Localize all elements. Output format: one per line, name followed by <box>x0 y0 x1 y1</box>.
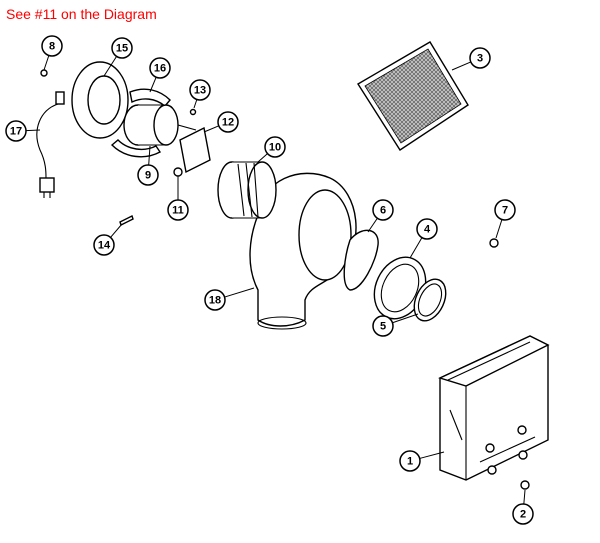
callout-circle <box>137 164 159 186</box>
callout-label: 13 <box>194 85 206 97</box>
nut-7[interactable] <box>489 238 499 248</box>
callout-circle <box>217 111 239 133</box>
callout-circle <box>264 136 286 158</box>
leader-line <box>149 77 157 93</box>
callout-circle <box>167 199 189 221</box>
callout-4: 4 <box>409 218 438 259</box>
callout-label: 9 <box>145 170 151 182</box>
leader-line <box>367 217 378 233</box>
clamp[interactable] <box>173 167 183 177</box>
leader-line <box>392 313 419 324</box>
callout-2: 2 <box>512 489 534 525</box>
leader-line <box>224 287 255 298</box>
leader-line <box>203 125 219 133</box>
callout-label: 4 <box>424 224 431 236</box>
callout-label: 18 <box>209 295 221 307</box>
callout-13: 13 <box>189 79 211 109</box>
callout-label: 12 <box>222 117 234 129</box>
callout-label: 14 <box>98 240 111 252</box>
callout-7: 7 <box>494 199 516 239</box>
motor[interactable] <box>123 104 197 146</box>
grease-filter[interactable] <box>357 41 469 151</box>
callout-label: 17 <box>10 126 22 138</box>
callout-18: 18 <box>204 287 255 311</box>
callout-circle <box>372 315 394 337</box>
nut-2[interactable] <box>520 480 530 490</box>
callout-circle <box>399 450 421 472</box>
callout-15: 15 <box>103 37 133 77</box>
motor-bracket-lower[interactable] <box>110 139 162 158</box>
callout-label: 5 <box>380 321 386 333</box>
callout-16: 16 <box>149 57 171 93</box>
callout-3: 3 <box>451 47 491 71</box>
leader-line <box>451 61 472 71</box>
callout-9: 9 <box>137 145 159 186</box>
screw-14[interactable] <box>119 215 134 226</box>
leader-line <box>110 223 123 238</box>
callout-8: 8 <box>41 35 63 71</box>
callout-circle <box>149 57 171 79</box>
callout-circle <box>204 289 226 311</box>
callout-label: 7 <box>502 205 508 217</box>
callout-10: 10 <box>257 136 286 163</box>
callout-label: 3 <box>477 53 483 65</box>
callout-12: 12 <box>203 111 239 133</box>
leader-line <box>495 219 503 239</box>
callout-label: 2 <box>520 509 526 521</box>
blower-scroll[interactable] <box>249 172 357 330</box>
callout-circle <box>93 234 115 256</box>
leader-line <box>523 489 526 505</box>
leader-line <box>148 145 151 166</box>
callout-label: 6 <box>380 205 386 217</box>
callout-label: 1 <box>407 456 413 468</box>
diagram-note: See #11 on the Diagram <box>6 6 157 22</box>
seal-ring[interactable] <box>408 274 452 326</box>
callout-circle <box>5 120 27 142</box>
motor-mount-ring[interactable] <box>71 61 129 139</box>
callout-1: 1 <box>399 450 445 472</box>
callout-circle <box>416 218 438 240</box>
callout-6: 6 <box>367 199 394 233</box>
callout-circle <box>372 199 394 221</box>
callout-17: 17 <box>5 120 41 142</box>
callout-circle <box>512 503 534 525</box>
callout-circle <box>111 37 133 59</box>
callout-circle <box>41 35 63 57</box>
callout-circle <box>469 47 491 69</box>
callout-label: 15 <box>116 43 128 55</box>
wire-harness[interactable] <box>36 91 65 198</box>
leader-line <box>193 99 198 109</box>
callout-circle <box>494 199 516 221</box>
screw-13[interactable] <box>189 108 197 116</box>
callout-circle <box>189 79 211 101</box>
motor-mount-plate[interactable] <box>179 126 211 174</box>
blower-wheel[interactable] <box>217 161 277 219</box>
callout-5: 5 <box>372 313 419 337</box>
callout-label: 11 <box>172 205 184 217</box>
callout-label: 10 <box>269 142 281 154</box>
callout-label: 8 <box>49 41 55 53</box>
callout-label: 16 <box>154 63 166 75</box>
callout-11: 11 <box>167 176 189 221</box>
leader-line <box>409 237 423 259</box>
callout-14: 14 <box>93 223 123 256</box>
nut-8[interactable] <box>40 69 48 77</box>
leader-line <box>25 129 41 132</box>
leader-line <box>103 56 118 77</box>
leader-line <box>43 55 50 71</box>
leader-line <box>257 153 268 163</box>
leader-line <box>419 451 445 459</box>
blower-housing-box[interactable] <box>438 335 550 481</box>
